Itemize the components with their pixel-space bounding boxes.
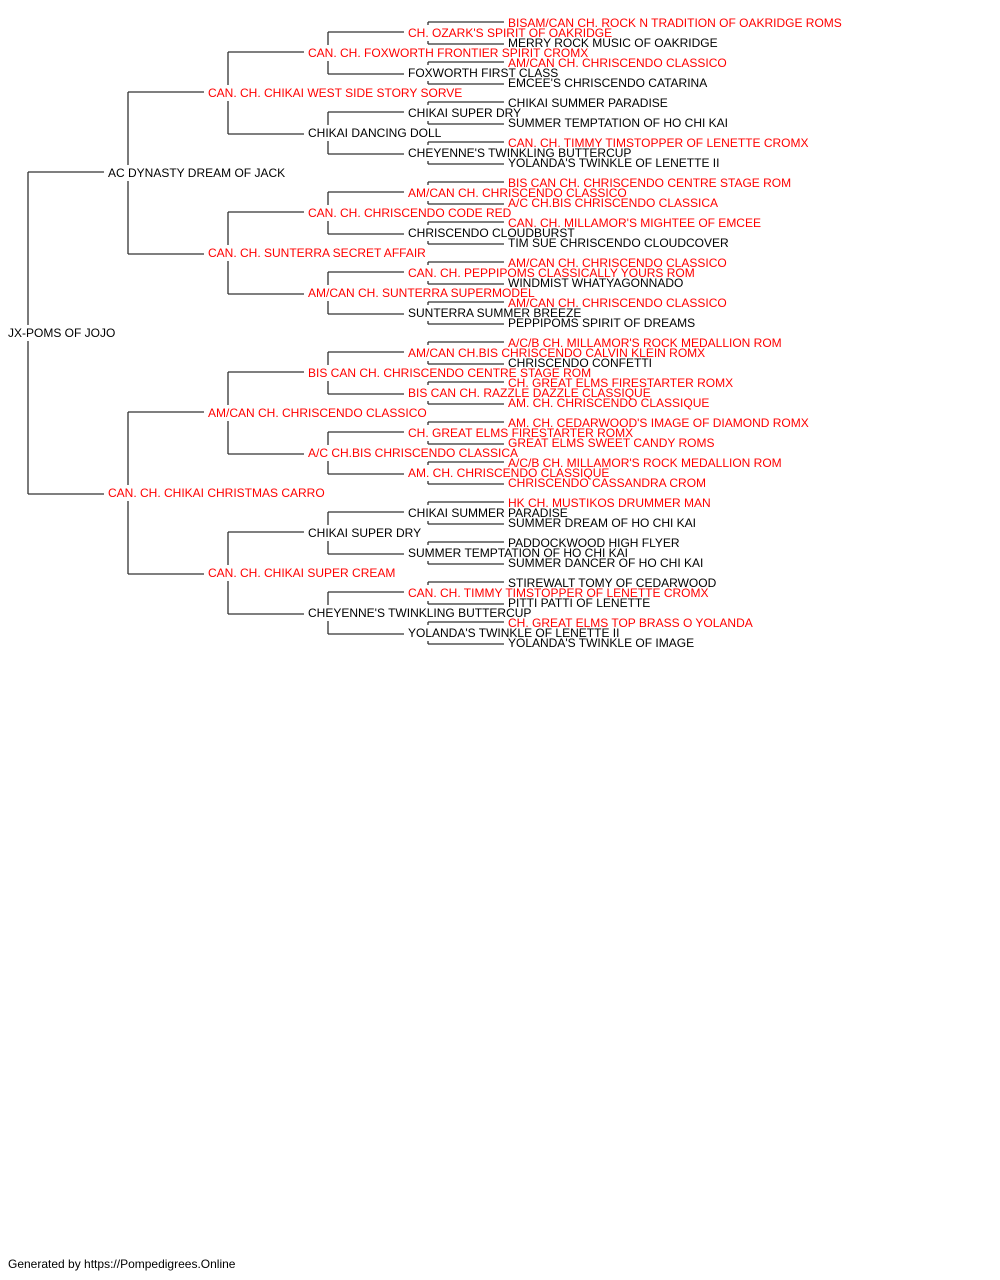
ancestor-name-gen1: CAN. CH. CHIKAI CHRISTMAS CARRO (108, 486, 325, 500)
ancestor-name-gen4: CAN. CH. PEPPIPOMS CLASSICALLY YOURS ROM (408, 266, 695, 280)
ancestor-name-gen5: PEPPIPOMS SPIRIT OF DREAMS (508, 316, 695, 330)
ancestor-name-gen4: CH. OZARK'S SPIRIT OF OAKRIDGE (408, 26, 612, 40)
ancestor-name-gen4: CHIKAI SUMMER PARADISE (408, 506, 568, 520)
ancestor-name-gen5: EMCEE'S CHRISCENDO CATARINA (508, 76, 707, 90)
ancestor-name-gen4: CHIKAI SUPER DRY (408, 106, 521, 120)
ancestor-name-gen5: AM/CAN CH. CHRISCENDO CLASSICO (508, 296, 727, 310)
ancestor-name-gen5: CH. GREAT ELMS FIRESTARTER ROMX (508, 376, 733, 390)
ancestor-name-gen5: YOLANDA'S TWINKLE OF IMAGE (508, 636, 694, 650)
ancestor-name-gen5: CHRISCENDO CASSANDRA CROM (508, 476, 706, 490)
ancestor-name-gen4: AM/CAN CH. CHRISCENDO CLASSICO (408, 186, 627, 200)
ancestor-name-gen3: CAN. CH. FOXWORTH FRONTIER SPIRIT CROMX (308, 46, 588, 60)
ancestor-name-gen5: A/C/B CH. MILLAMOR'S ROCK MEDALLION ROM (508, 336, 782, 350)
ancestor-name-gen5: AM/CAN CH. CHRISCENDO CLASSICO (508, 256, 727, 270)
ancestor-name-gen3: A/C CH.BIS CHRISCENDO CLASSICA (308, 446, 518, 460)
ancestor-name-gen3: AM/CAN CH. SUNTERRA SUPERMODEL (308, 286, 535, 300)
ancestor-name-gen5: GREAT ELMS SWEET CANDY ROMS (508, 436, 714, 450)
ancestor-name-gen1: AC DYNASTY DREAM OF JACK (108, 166, 285, 180)
ancestor-name-gen4: CHEYENNE'S TWINKLING BUTTERCUP (408, 146, 631, 160)
ancestor-name-gen5: SUMMER TEMPTATION OF HO CHI KAI (508, 116, 728, 130)
ancestor-name-gen4: YOLANDA'S TWINKLE OF LENETTE II (408, 626, 619, 640)
ancestor-name-gen3: CHIKAI SUPER DRY (308, 526, 421, 540)
ancestor-name-gen3: CHEYENNE'S TWINKLING BUTTERCUP (308, 606, 531, 620)
ancestor-name-gen5: CAN. CH. MILLAMOR'S MIGHTEE OF EMCEE (508, 216, 761, 230)
ancestor-name-gen3: CAN. CH. CHRISCENDO CODE RED (308, 206, 512, 220)
ancestor-name-gen4: CAN. CH. TIMMY TIMSTOPPER OF LENETTE CRO… (408, 586, 708, 600)
ancestor-name-gen5: STIREWALT TOMY OF CEDARWOOD (508, 576, 717, 590)
ancestor-name-gen5: SUMMER DANCER OF HO CHI KAI (508, 556, 703, 570)
ancestor-name-gen2: CAN. CH. SUNTERRA SECRET AFFAIR (208, 246, 426, 260)
footer-credit: Generated by https://Pompedigrees.Online (8, 1257, 236, 1271)
subject-name: JX-POMS OF JOJO (8, 326, 115, 340)
ancestor-name-gen5: WINDMIST WHATYAGONNADO (508, 276, 683, 290)
ancestor-name-gen5: HK CH. MUSTIKOS DRUMMER MAN (508, 496, 711, 510)
ancestor-name-gen4: BIS CAN CH. RAZZLE DAZZLE CLASSIQUE (408, 386, 651, 400)
ancestor-name-gen2: AM/CAN CH. CHRISCENDO CLASSICO (208, 406, 427, 420)
ancestor-name-gen2: CAN. CH. CHIKAI SUPER CREAM (208, 566, 395, 580)
ancestor-name-gen2: CAN. CH. CHIKAI WEST SIDE STORY SORVE (208, 86, 462, 100)
ancestor-name-gen5: PITTI PATTI OF LENETTE (508, 596, 650, 610)
ancestor-name-gen5: CHIKAI SUMMER PARADISE (508, 96, 668, 110)
ancestor-name-gen5: AM. CH. CEDARWOOD'S IMAGE OF DIAMOND ROM… (508, 416, 809, 430)
ancestor-name-gen5: AM/CAN CH. CHRISCENDO CLASSICO (508, 56, 727, 70)
ancestor-name-gen5: SUMMER DREAM OF HO CHI KAI (508, 516, 696, 530)
ancestor-name-gen5: CAN. CH. TIMMY TIMSTOPPER OF LENETTE CRO… (508, 136, 808, 150)
ancestor-name-gen5: YOLANDA'S TWINKLE OF LENETTE II (508, 156, 719, 170)
ancestor-name-gen3: BIS CAN CH. CHRISCENDO CENTRE STAGE ROM (308, 366, 591, 380)
ancestor-name-gen5: MERRY ROCK MUSIC OF OAKRIDGE (508, 36, 718, 50)
ancestor-name-gen5: AM. CH. CHRISCENDO CLASSIQUE (508, 396, 709, 410)
ancestor-name-gen4: AM. CH. CHRISCENDO CLASSIQUE (408, 466, 609, 480)
ancestor-name-gen5: CHRISCENDO CONFETTI (508, 356, 652, 370)
ancestor-name-gen3: CHIKAI DANCING DOLL (308, 126, 442, 140)
ancestor-name-gen5: A/C/B CH. MILLAMOR'S ROCK MEDALLION ROM (508, 456, 782, 470)
ancestor-name-gen4: CH. GREAT ELMS FIRESTARTER ROMX (408, 426, 633, 440)
ancestor-name-gen5: PADDOCKWOOD HIGH FLYER (508, 536, 680, 550)
ancestor-name-gen4: CHRISCENDO CLOUDBURST (408, 226, 575, 240)
ancestor-name-gen5: BIS CAN CH. CHRISCENDO CENTRE STAGE ROM (508, 176, 791, 190)
ancestor-name-gen4: SUNTERRA SUMMER BREEZE (408, 306, 581, 320)
ancestor-name-gen5: BISAM/CAN CH. ROCK N TRADITION OF OAKRID… (508, 16, 842, 30)
ancestor-name-gen4: AM/CAN CH.BIS CHRISCENDO CALVIN KLEIN RO… (408, 346, 705, 360)
ancestor-name-gen4: SUMMER TEMPTATION OF HO CHI KAI (408, 546, 628, 560)
ancestor-name-gen5: CH. GREAT ELMS TOP BRASS O YOLANDA (508, 616, 753, 630)
ancestor-name-gen5: TIM SUE CHRISCENDO CLOUDCOVER (508, 236, 729, 250)
ancestor-name-gen5: A/C CH.BIS CHRISCENDO CLASSICA (508, 196, 718, 210)
ancestor-name-gen4: FOXWORTH FIRST CLASS (408, 66, 558, 80)
